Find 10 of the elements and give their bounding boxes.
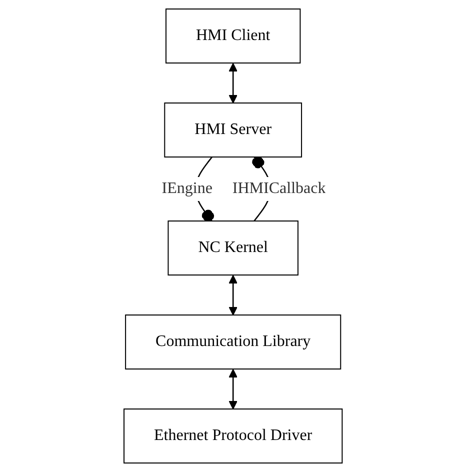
edge-label: IEngine <box>162 180 213 197</box>
arrow <box>229 275 238 316</box>
node-box: HMI Client <box>166 8 302 64</box>
node-box: Ethernet Protocol Driver <box>124 408 344 464</box>
arrow <box>229 369 238 410</box>
edge-label: IHMICallback <box>232 180 326 197</box>
node-box: NC Kernel <box>168 220 299 276</box>
node-box: HMI Server <box>164 102 302 158</box>
node-box: Communication Library <box>125 314 342 370</box>
arrow <box>229 63 238 104</box>
